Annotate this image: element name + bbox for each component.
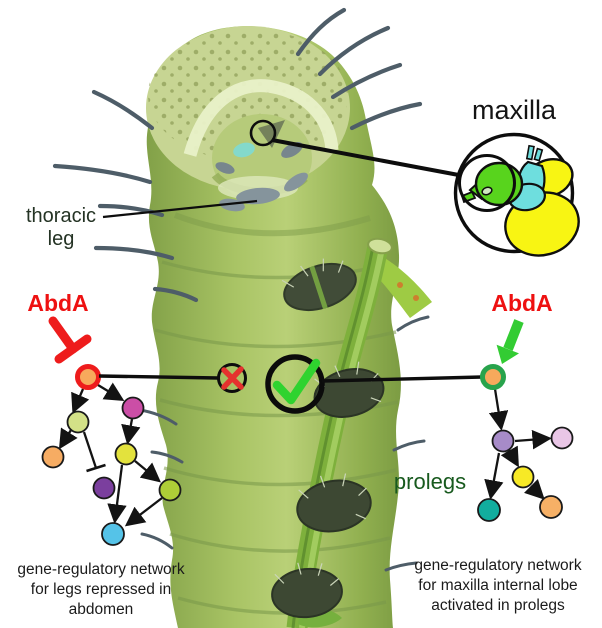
- abda-label-right: AbdA: [491, 290, 553, 316]
- left-gene-network: [41, 316, 182, 546]
- network-node: [511, 465, 535, 489]
- network-node: [41, 445, 65, 469]
- caption-line: abdomen: [68, 601, 134, 618]
- inhibition-cap: [86, 463, 106, 473]
- network-node-target: [480, 364, 506, 390]
- thoracic-leg-label: thoracic leg: [25, 205, 97, 250]
- thoracic-leg: [236, 187, 280, 205]
- network-node: [92, 476, 116, 500]
- caption-line: gene-regulatory network: [414, 557, 582, 574]
- caterpillar-head: [146, 26, 371, 237]
- abda-label-left: AbdA: [27, 290, 89, 316]
- inset-pointer-line: [271, 138, 465, 178]
- network-node: [66, 410, 90, 434]
- network-node: [491, 429, 515, 453]
- caption-line: activated in prolegs: [431, 597, 565, 614]
- network-node: [114, 442, 138, 466]
- caption-line: for legs repressed in: [30, 581, 172, 598]
- right-network-caption: gene-regulatory network for maxilla inte…: [398, 556, 598, 616]
- check-mark-icon: [265, 354, 325, 414]
- network-node: [477, 498, 501, 522]
- magnified-inset-icon: [453, 132, 580, 257]
- activation-arrow-icon: [496, 319, 524, 364]
- thoracic-leg-pointer-line: [102, 199, 258, 219]
- left-connector-line: [98, 374, 219, 380]
- maxilla-label: maxilla: [471, 95, 557, 125]
- prolegs-clasping: [271, 361, 385, 619]
- caption-line: gene-regulatory network: [17, 561, 185, 578]
- body-spikes: [52, 7, 430, 572]
- network-node: [121, 396, 145, 420]
- tubercle: [281, 258, 357, 312]
- network-node: [158, 478, 182, 502]
- network-node-target: [75, 364, 101, 390]
- x-mark-icon: [217, 363, 247, 393]
- network-node: [101, 522, 125, 546]
- callout-circle-icon: [249, 119, 277, 147]
- right-connector-line: [321, 375, 483, 383]
- inset-inner-circle: [458, 154, 516, 212]
- left-network-caption: gene-regulatory network for legs repress…: [4, 560, 198, 620]
- network-node: [550, 426, 574, 450]
- network-node: [539, 495, 563, 519]
- caption-line: for maxilla internal lobe: [418, 577, 578, 594]
- right-gene-network: [477, 319, 574, 522]
- prolegs-label: prolegs: [393, 469, 467, 494]
- inhibition-tbar-icon: [48, 316, 92, 364]
